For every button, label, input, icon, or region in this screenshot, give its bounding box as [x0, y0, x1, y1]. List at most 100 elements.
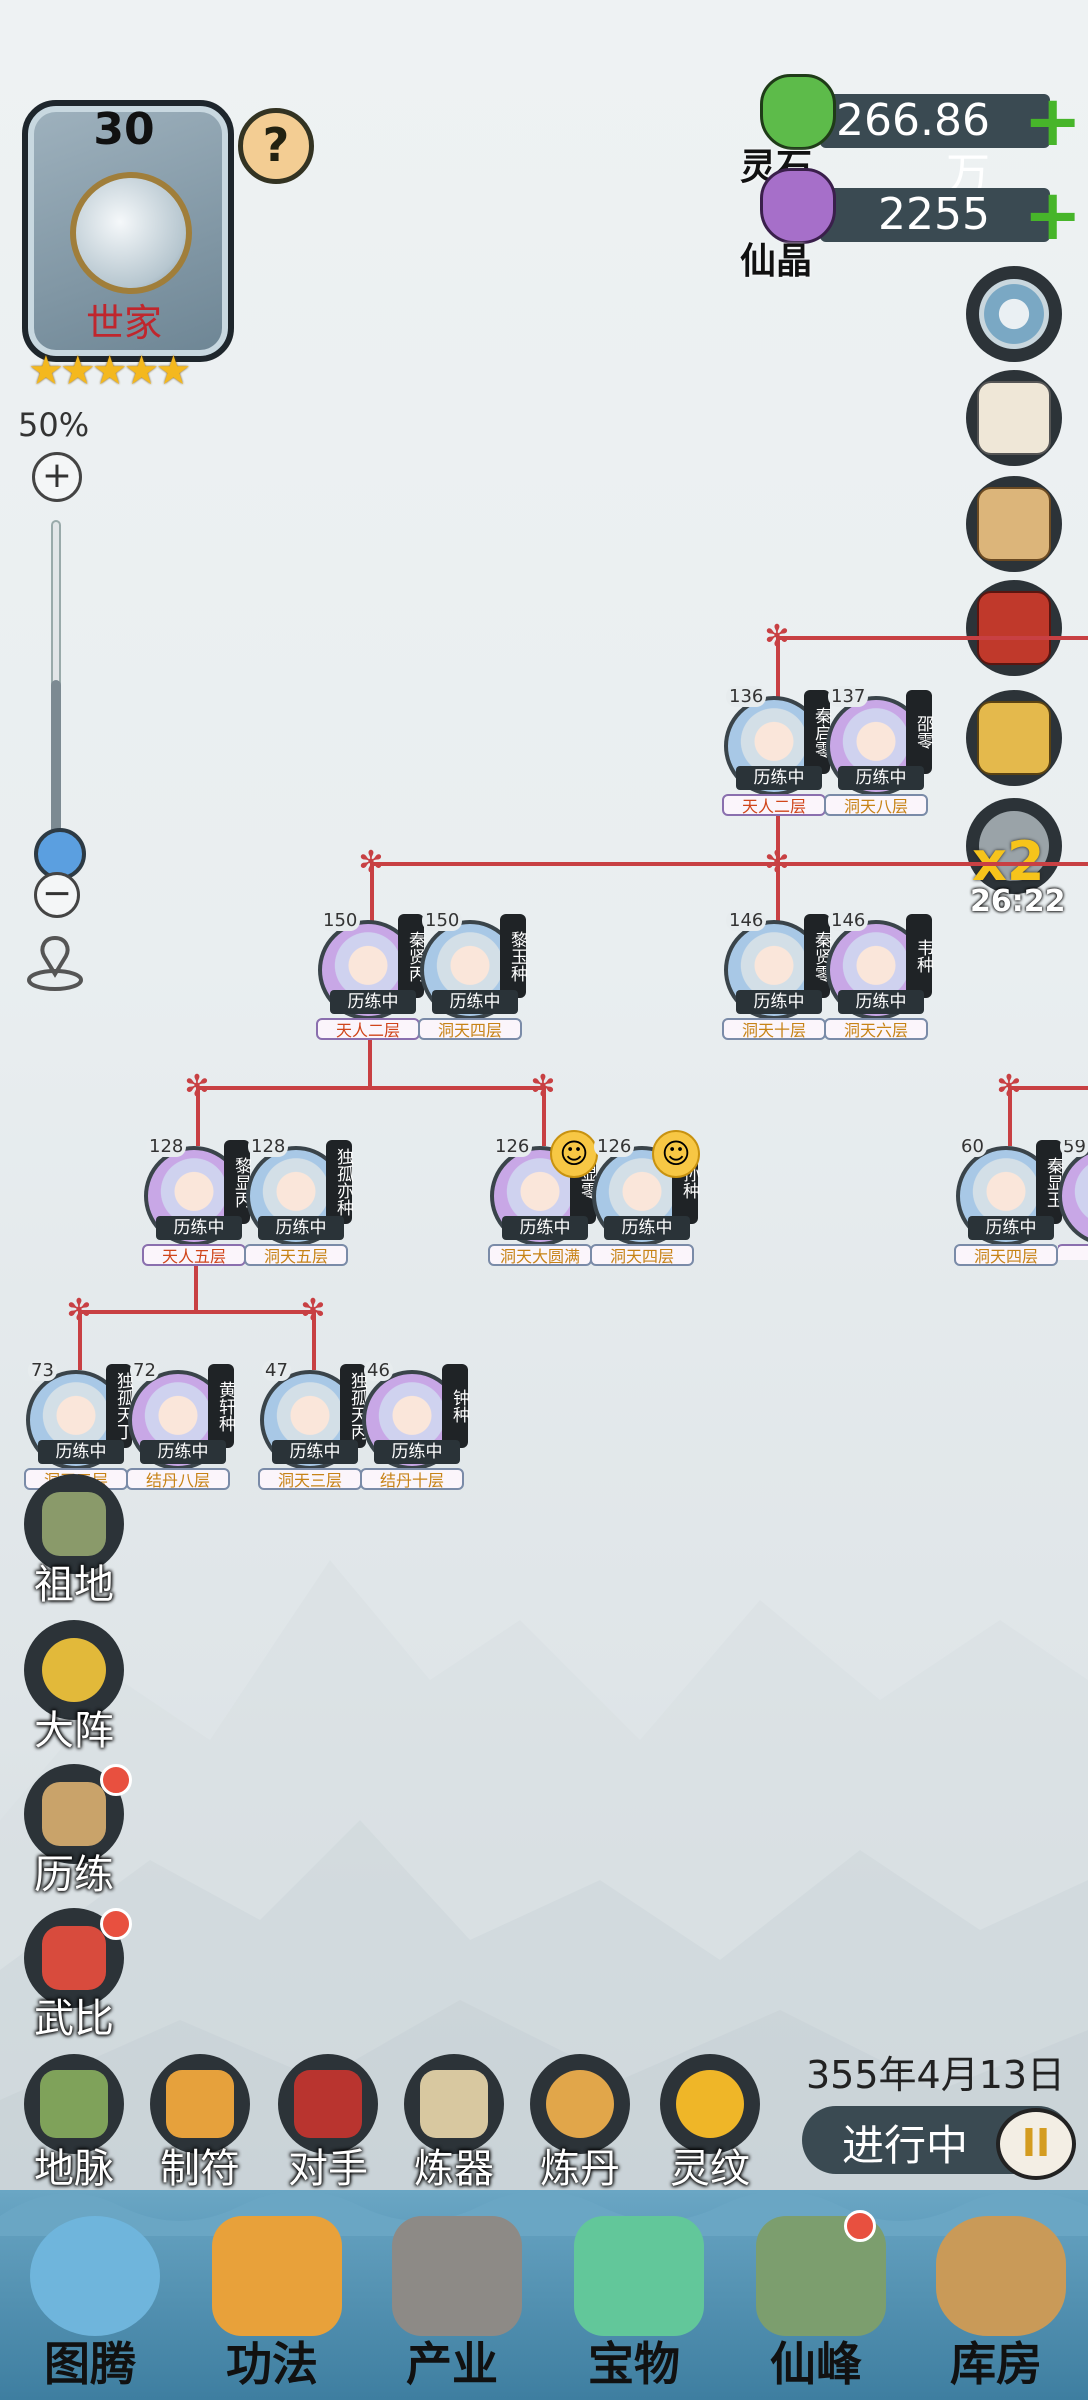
letters-icon[interactable] — [966, 370, 1062, 466]
alchemy-button[interactable]: 炼丹 — [520, 2054, 640, 2194]
member-rank: 洞天十层 — [722, 1018, 826, 1040]
member-rank: 洞天大圆满 — [488, 1244, 592, 1266]
member-name: 黎玉种 — [500, 914, 527, 998]
help-button[interactable]: ? — [238, 108, 314, 184]
member-card[interactable]: 136 秦启零 历练中 天人二层 — [722, 686, 831, 816]
member-level: 128 — [248, 1136, 289, 1157]
nav-techniques[interactable]: 功法 — [182, 2206, 362, 2396]
earth-vein-label: 地脉 — [34, 2146, 114, 2192]
training-label: 历练 — [34, 1852, 114, 1898]
notification-dot — [844, 2210, 876, 2242]
tree-knot-icon: ✻ — [358, 845, 384, 880]
nav-storehouse[interactable]: 库房 — [906, 2206, 1086, 2396]
scroll-icon[interactable] — [966, 476, 1062, 572]
member-status: 历练中 — [968, 1216, 1054, 1240]
member-name: 邵零 — [906, 690, 933, 774]
member-card[interactable]: 46 钟种 历练中 结丹十层 — [360, 1360, 469, 1490]
member-card[interactable]: 73 独孤天丁 历练中 洞天五层 — [24, 1360, 133, 1490]
member-level: 150 — [422, 910, 463, 931]
pause-button[interactable]: II — [996, 2108, 1076, 2180]
ancestral-land-button[interactable]: 祖地 — [14, 1474, 134, 1610]
member-level: 146 — [828, 910, 869, 931]
member-card[interactable]: 60 秦显玉 历练中 洞天四层 — [954, 1136, 1063, 1266]
member-card-partial[interactable]: 59 结 — [1058, 1140, 1088, 1260]
member-status: 历练中 — [838, 990, 924, 1014]
tournament-label: 武比 — [34, 1996, 114, 2042]
clan-stars: ★★★★★ — [28, 348, 191, 394]
forge-scroll-icon — [404, 2054, 504, 2154]
member-level: 150 — [320, 910, 361, 931]
tree-line — [1008, 1086, 1088, 1090]
industry-icon — [392, 2216, 522, 2336]
tree-line — [368, 1012, 372, 1088]
zoom-out-button[interactable]: − — [34, 872, 80, 918]
clan-title: 世家 — [85, 301, 162, 345]
spirit-stone-counter[interactable]: 266.86万 灵石 + — [740, 74, 1082, 200]
member-name: 黄轩种 — [208, 1364, 235, 1448]
storehouse-bag-icon — [936, 2216, 1066, 2336]
formation-button[interactable]: 大阵 — [14, 1620, 134, 1756]
clan-emblem-icon — [70, 172, 192, 294]
member-status: 历练中 — [156, 1216, 242, 1240]
spirit-pattern-label: 灵纹 — [670, 2146, 750, 2192]
member-card[interactable]: 150 秦贤丙 历练中 天人二层 — [316, 910, 425, 1040]
speed-boost-icon[interactable] — [966, 798, 1062, 894]
member-card[interactable]: 128 黎显丙 历练中 天人五层 — [142, 1136, 251, 1266]
member-name: 独孤亦种 — [326, 1140, 353, 1224]
treasure-chest-icon[interactable] — [966, 690, 1062, 786]
member-rank: 天人五层 — [142, 1244, 246, 1266]
nav-immortal-peak-label: 仙峰 — [726, 2334, 906, 2394]
immortal-crystal-add-button[interactable]: + — [1023, 174, 1082, 256]
clan-badge[interactable]: 30 世家 ★★★★★ — [14, 92, 234, 394]
tree-line — [312, 1310, 316, 1370]
nav-storehouse-label: 库房 — [906, 2334, 1086, 2394]
artifact-forge-label: 炼器 — [414, 2146, 494, 2192]
immortal-crystal-icon — [760, 168, 836, 244]
settings-gear-icon[interactable] — [966, 266, 1062, 362]
member-rank: 天人二层 — [722, 794, 826, 816]
nav-immortal-peak[interactable]: 仙峰 — [726, 2206, 906, 2396]
spirit-stone-icon — [760, 74, 836, 150]
spirit-stone-add-button[interactable]: + — [1023, 80, 1082, 162]
zoom-in-button[interactable]: + — [32, 452, 82, 502]
cauldron-icon — [530, 2054, 630, 2154]
member-status: 历练中 — [604, 1216, 690, 1240]
nav-totem[interactable]: 图腾 — [0, 2206, 180, 2396]
artifact-forge-button[interactable]: 炼器 — [394, 2054, 514, 2194]
member-card[interactable]: 146 秦贤零 历练中 洞天十层 — [722, 910, 831, 1040]
nav-treasures[interactable]: 宝物 — [544, 2206, 724, 2396]
smile-emoji-icon: ☺ — [550, 1130, 598, 1178]
locate-icon[interactable] — [24, 932, 86, 994]
member-rank: 洞天四层 — [954, 1244, 1058, 1266]
member-card[interactable]: 137 邵零 历练中 洞天八层 — [824, 686, 933, 816]
nav-industry[interactable]: 产业 — [362, 2206, 542, 2396]
training-button[interactable]: 历练 — [14, 1764, 134, 1900]
rivals-button[interactable]: 对手 — [268, 2054, 388, 2194]
member-status: 历练中 — [140, 1440, 226, 1464]
zoom-slider-fill — [51, 680, 61, 840]
talisman-button[interactable]: 制符 — [140, 2054, 260, 2194]
spirit-pattern-button[interactable]: 灵纹 — [650, 2054, 770, 2194]
member-card[interactable]: 72 黄轩种 历练中 结丹八层 — [126, 1360, 235, 1490]
member-card[interactable]: 150 黎玉种 历练中 洞天四层 — [418, 910, 527, 1040]
alchemy-label: 炼丹 — [540, 2146, 620, 2192]
member-card[interactable]: 146 韦种 历练中 洞天六层 — [824, 910, 933, 1040]
member-name: 独孤天丙 — [340, 1364, 367, 1448]
member-card[interactable]: 128 独孤亦种 历练中 洞天五层 — [244, 1136, 353, 1266]
earth-vein-button[interactable]: 地脉 — [14, 2054, 134, 2194]
member-rank: 洞天八层 — [824, 794, 928, 816]
member-level: 126 — [594, 1136, 635, 1157]
tree-line — [776, 636, 1088, 640]
member-rank: 结 — [1058, 1244, 1088, 1260]
tournament-button[interactable]: 武比 — [14, 1908, 134, 2044]
tree-knot-icon: ✻ — [764, 619, 790, 654]
member-card[interactable]: 47 独孤天丙 历练中 洞天三层 — [258, 1360, 367, 1490]
member-rank: 结丹十层 — [360, 1468, 464, 1490]
book-icon[interactable] — [966, 580, 1062, 676]
immortal-crystal-counter[interactable]: 2255 仙晶 + — [740, 168, 1082, 282]
member-level: 72 — [130, 1360, 159, 1381]
talisman-label: 制符 — [160, 2146, 240, 2192]
notification-dot — [100, 1764, 132, 1796]
tree-line — [776, 864, 780, 924]
member-level: 136 — [726, 686, 767, 707]
